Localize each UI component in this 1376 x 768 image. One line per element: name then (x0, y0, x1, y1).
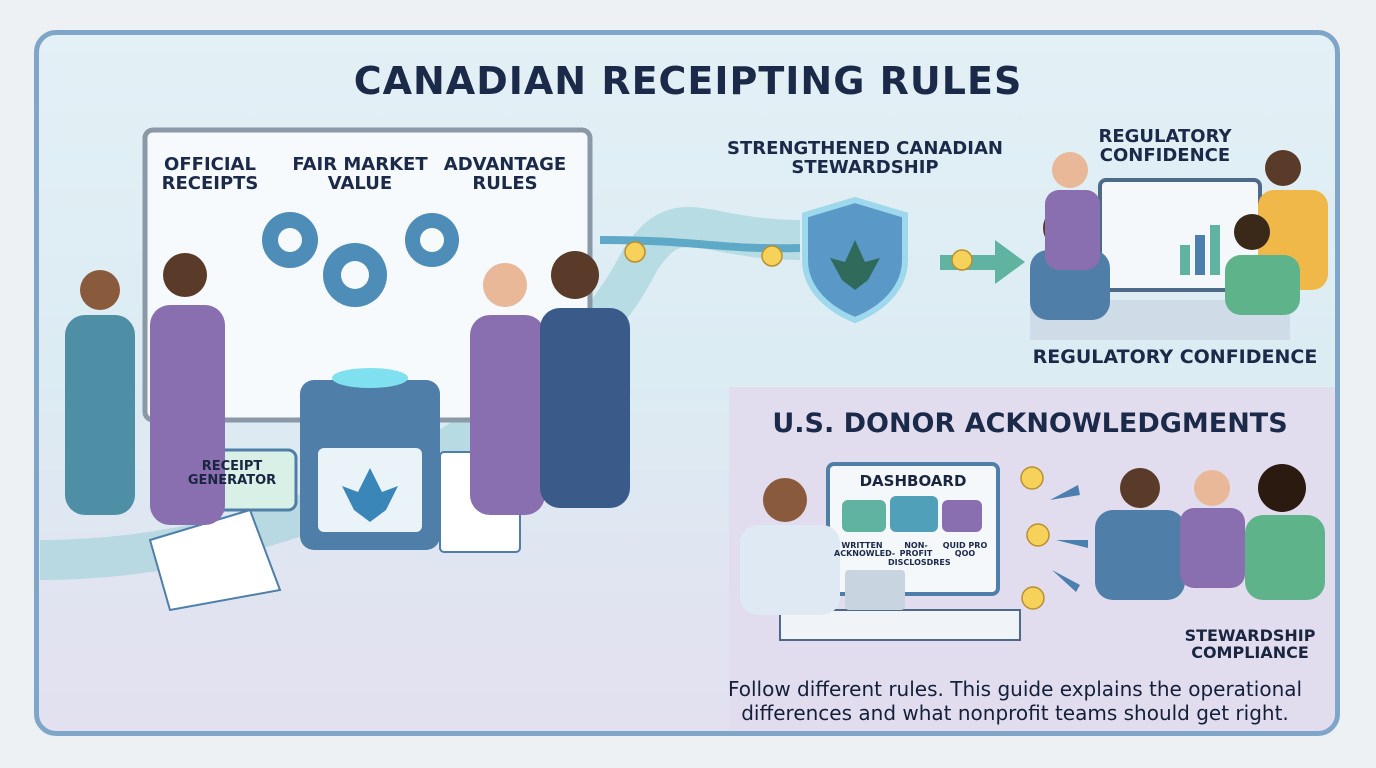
puzzle-label-quid-pro-quo: Quid Pro Qoo (942, 541, 988, 559)
board-label-official-receipts: Official Receipts (161, 154, 259, 194)
board-label-advantage-rules: Advantage Rules (443, 154, 567, 194)
glow (332, 368, 408, 388)
stewardship-compliance-label: Stewardship Compliance (1184, 626, 1316, 662)
arrow-icon (940, 240, 1025, 284)
board-label-fair-market-value: Fair Market Value (292, 154, 428, 194)
puzzle-icon (942, 500, 982, 532)
puzzle-label-written: Written Acknowled- (834, 541, 896, 559)
maple-leaf-icon (830, 240, 880, 290)
arrow-icon (1050, 485, 1088, 592)
smiley-icon (624, 241, 1050, 610)
page-title: Canadian Receipting Rules (353, 59, 1023, 103)
laptop-icon (845, 570, 905, 610)
receipt-generator-label: Receipt Generator (187, 459, 277, 488)
dashboard-title: Dashboard (859, 472, 967, 490)
puzzle-icon (842, 500, 886, 532)
us-section-heading: U.S. Donor Acknowledgments (772, 408, 1288, 439)
puzzle-label-nonprofit: Non-Profit Disclosdres (888, 541, 951, 567)
regulatory-confidence-top: Regulatory Confidence (1098, 126, 1232, 166)
puzzle-icon (890, 496, 938, 532)
footer-text: Follow different rules. This guide expla… (727, 677, 1303, 725)
person-group-left (65, 251, 630, 525)
shield-label: Strengthened Canadian Stewardship (727, 138, 1003, 178)
maple-leaf-icon (342, 468, 398, 522)
regulatory-confidence-bottom: Regulatory Confidence (1032, 346, 1318, 368)
